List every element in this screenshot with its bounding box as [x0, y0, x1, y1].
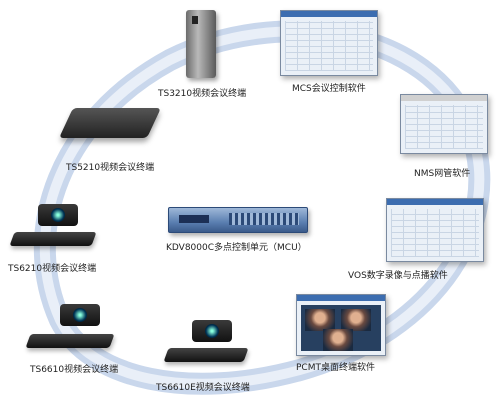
mcu-unit-icon — [168, 207, 308, 233]
mcs-screen-icon — [280, 10, 378, 76]
nms-screen-icon — [400, 94, 488, 154]
ts3210-label: TS3210视频会议终端 — [158, 89, 247, 99]
vos-screen-icon — [386, 198, 484, 262]
pcmt-screen-icon — [296, 294, 386, 356]
ts6210-label: TS6210视频会议终端 — [8, 264, 97, 274]
ts6210-camera-icon — [8, 196, 98, 256]
mcu-label: KDV8000C多点控制单元（MCU） — [166, 243, 307, 253]
ts6610e-label: TS6610E视频会议终端 — [156, 383, 250, 393]
ts5210-label: TS5210视频会议终端 — [66, 163, 155, 173]
mcs-label: MCS会议控制软件 — [292, 84, 366, 94]
ts3210-terminal-icon — [186, 10, 216, 78]
ts6610-label: TS6610视频会议终端 — [30, 365, 119, 375]
pcmt-label: PCMT桌面终端软件 — [296, 363, 375, 373]
ts6610e-camera-icon — [162, 314, 250, 370]
ts5210-terminal-icon — [59, 108, 161, 138]
nms-label: NMS网管软件 — [414, 169, 471, 179]
vos-label: VOS数字录像与点播软件 — [348, 271, 448, 281]
ts6610-camera-icon — [24, 294, 115, 356]
